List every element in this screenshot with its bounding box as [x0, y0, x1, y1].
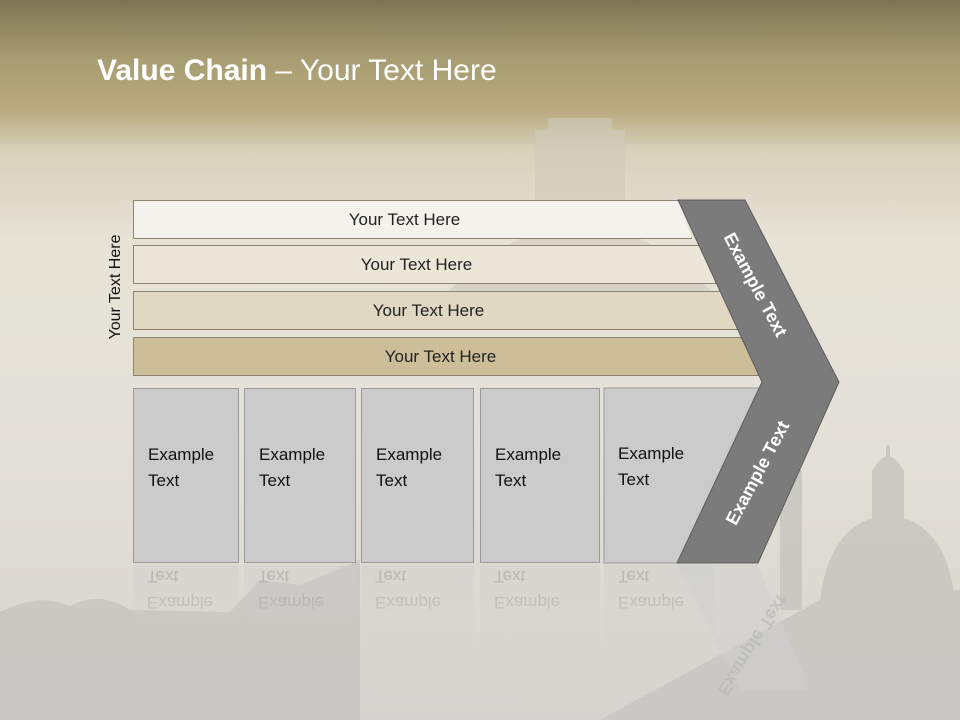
column-1: Example Text: [133, 388, 239, 563]
bar-2: Your Text Here: [133, 245, 716, 284]
column-2-reflection: Example Text: [244, 565, 356, 695]
column-3: Example Text: [361, 388, 474, 563]
column-5-reflection-text: Example Text: [618, 567, 685, 612]
column-4: Example Text: [480, 388, 600, 563]
title-rest: – Your Text Here: [267, 54, 497, 87]
column-2-label: Example Text: [259, 445, 326, 490]
column-5-reflection: Example Text: [604, 565, 714, 695]
column-4-reflection-text: Example Text: [494, 567, 561, 612]
chevron-arrow: [676, 199, 840, 564]
bar-1-label: Your Text Here: [348, 209, 461, 229]
column-3-label: Example Text: [376, 445, 443, 490]
column-1-reflection-text: Example Text: [147, 567, 214, 612]
bar-4: Your Text Here: [133, 337, 764, 376]
bar-2-label: Your Text Here: [360, 254, 473, 274]
column-1-reflection: Example Text: [133, 565, 239, 695]
column-5: Example Text: [604, 388, 714, 563]
column-3-reflection: Example Text: [361, 565, 474, 695]
slide-title: Value Chain – Your Text Here: [97, 54, 497, 88]
column-4-label: Example Text: [495, 445, 562, 490]
bar-3-label: Your Text Here: [372, 300, 485, 320]
bar-3: Your Text Here: [133, 291, 740, 330]
bar-4-label: Your Text Here: [384, 346, 497, 366]
bar-1: Your Text Here: [133, 200, 692, 239]
column-2-reflection-text: Example Text: [258, 567, 325, 612]
title-bold: Value Chain: [97, 54, 268, 87]
column-4-reflection: Example Text: [480, 565, 600, 695]
column-5-label: Example Text: [618, 444, 685, 489]
column-1-label: Example Text: [148, 445, 215, 490]
column-2: Example Text: [244, 388, 356, 563]
column-3-reflection-text: Example Text: [375, 567, 442, 612]
